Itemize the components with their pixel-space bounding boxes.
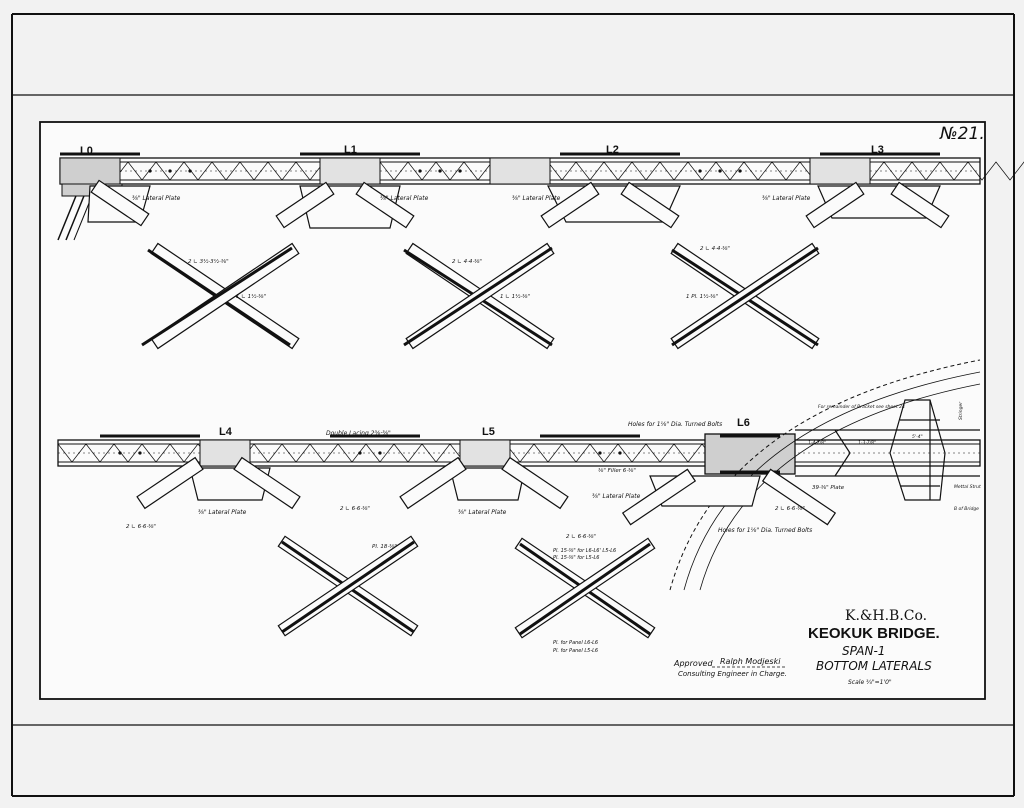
note-pl-1: Pl. 15·⅜" for L6-L6' L5-L6 <box>553 548 616 554</box>
label-remainder: For remainder of Bracket see sheet 24 <box>818 404 905 410</box>
label-holes-bottom: Holes for 1⅛" Dia. Turned Bolts <box>718 527 812 534</box>
title-company: K.&H.B.Co. <box>845 608 927 624</box>
panel-point-l2: L2 <box>606 144 619 156</box>
panel-point-l3: L3 <box>871 144 884 156</box>
title-project: KEOKUK BRIDGE. <box>808 625 940 642</box>
label-lateral-plate-4: ⅜" Lateral Plate <box>762 195 811 202</box>
label-plate-39: 39·⅜" Plate <box>812 485 845 491</box>
side-label-2: B of Bridge <box>954 506 979 512</box>
panel-point-l6: L6 <box>737 417 750 429</box>
label-angles-11: 2 ∟ 6·6·⅜" <box>775 506 805 512</box>
panel-point-l1: L1 <box>344 144 357 156</box>
label-lateral-plate-7: ⅜" Lateral Plate <box>592 493 641 500</box>
title-span: SPAN-1 <box>842 644 885 658</box>
dim-1: 1-4·7/8" <box>808 440 826 446</box>
lateral-braces-top <box>90 179 950 350</box>
top-chord <box>59 152 1024 185</box>
label-angles-4: 1 ∟ 1½·⅜" <box>500 293 530 300</box>
panel-point-l4: L4 <box>219 426 233 438</box>
title-approved: Approved <box>673 659 713 668</box>
label-lateral-plate-1: ⅜" Lateral Plate <box>132 195 181 202</box>
panel-point-l0: L0 <box>80 145 93 157</box>
label-angles-3: 2 ∟ 4·4·⅜" <box>452 259 482 265</box>
note-pl-2: Pl. 15·⅜" for L5-L6 <box>553 555 599 561</box>
title-block: K.&H.B.Co. KEOKUK BRIDGE. SPAN-1 BOTTOM … <box>673 608 940 686</box>
title-engineer: Consulting Engineer in Charge. <box>678 670 787 678</box>
label-angles-10: 2 ∟ 6·6·⅜" <box>566 534 596 540</box>
label-angles-9: Pl. 18·⅜" <box>372 544 397 550</box>
rivets <box>118 169 742 455</box>
lateral-braces-bottom <box>136 456 837 639</box>
bottom-chord <box>57 433 981 475</box>
bracket-arc <box>669 359 981 591</box>
label-filler: ⅜" Filler 6·⅜" <box>598 468 636 474</box>
label-lateral-plate-6: ⅜" Lateral Plate <box>458 509 507 516</box>
note-pl-4: Pl. for Panel L5-L6 <box>553 648 598 654</box>
label-double-lacing: Double Lacing 2⅜·⅜" <box>326 430 391 437</box>
side-label-3: Stringer <box>958 401 964 420</box>
label-angles-2: 1 ∟ 1½·⅜" <box>236 293 266 300</box>
label-angles-5: 2 ∟ 4·4·⅜" <box>700 246 730 252</box>
label-lateral-plate-3: ⅜" Lateral Plate <box>512 195 561 202</box>
side-label-1: Mettal Strut <box>954 484 981 490</box>
label-holes-top: Holes for 1⅛" Dia. Turned Bolts <box>628 421 722 428</box>
panel-point-l5: L5 <box>482 426 495 438</box>
label-lateral-plate-5: ⅜" Lateral Plate <box>198 509 247 516</box>
note-pl-3: Pl. for Panel L6-L6 <box>553 640 598 646</box>
label-angles-7: 2 ∟ 6·6·⅜" <box>126 524 156 530</box>
sheet-number: №21. <box>939 124 985 144</box>
bracket-l6 <box>795 399 980 501</box>
label-angles-6: 1 Pl. 1½·⅜" <box>686 293 718 300</box>
dim-2: 1-3·7/8" <box>858 440 876 446</box>
dim-3: 5'-4" <box>912 434 923 440</box>
label-angles-1: 2 ∟ 3½·3½·⅜" <box>188 258 229 265</box>
title-signature: Ralph Modjeski <box>720 657 781 666</box>
label-lateral-plate-2: ⅜" Lateral Plate <box>380 195 429 202</box>
title-subject: BOTTOM LATERALS <box>816 659 932 673</box>
label-angles-8: 2 ∟ 6·6·⅜" <box>340 506 370 512</box>
title-scale: Scale ¾"=1'0" <box>848 679 892 686</box>
